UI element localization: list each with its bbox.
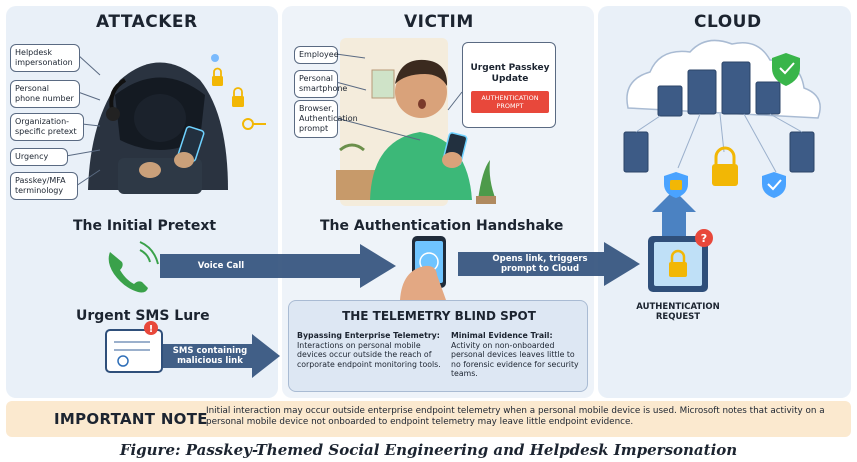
cloud-title: CLOUD [694,12,762,32]
figure-caption: Figure: Passkey-Themed Social Engineerin… [119,441,738,459]
label-employee: Employee [294,46,339,64]
label-personal-smartphone: Personal smartphone [294,70,347,98]
telemetry-blind-spot-box: THE TELEMETRY BLIND SPOT Bypassing Enter… [288,300,588,392]
blind-spot-left-text: Interactions on personal mobile devices … [297,340,441,369]
blind-spot-left: Bypassing Enterprise Telemetry: Interact… [297,331,443,369]
label-passkey-mfa: Passkey/MFA terminology [10,172,78,200]
authentication-handshake-heading: The Authentication Handshake [320,218,564,234]
popup-title: Urgent Passkey Update [470,63,550,84]
upward-arrow [652,190,696,236]
svg-text:?: ? [701,232,707,245]
label-helpdesk-impersonation: Helpdesk impersonation [10,44,80,72]
authentication-request-label: AUTHENTICATION REQUEST [636,302,720,322]
blind-spot-right-text: Activity on non-onboarded personal devic… [451,340,579,379]
urgent-sms-heading: Urgent SMS Lure [76,308,210,324]
victim-figure-icon [336,38,496,206]
authentication-prompt-button[interactable]: AUTHENTICATION PROMPT [471,91,549,113]
victim-title: VICTIM [404,12,474,32]
sms-label: SMS containing malicious link [172,346,248,366]
sms-arrow [160,334,280,378]
cloud-servers-icon [623,39,821,198]
important-note-title: IMPORTANT NOTE [54,410,208,428]
label-org-pretext: Organization- specific pretext [10,113,84,141]
voice-call-arrow [160,244,396,288]
blind-spot-title: THE TELEMETRY BLIND SPOT [342,309,536,323]
important-note-text: Initial interaction may occur outside en… [206,406,825,427]
voice-call-phone-icon [108,241,159,293]
label-browser-auth: Browser, Authentication prompt [294,100,358,138]
floating-locks-icon [211,54,266,130]
attacker-figure-icon [88,62,228,194]
blind-spot-right-heading: Minimal Evidence Trail: [451,331,553,340]
voice-call-label: Voice Call [197,261,245,271]
initial-pretext-heading: The Initial Pretext [73,218,217,234]
blind-spot-right: Minimal Evidence Trail: Activity on non-… [451,331,583,379]
label-personal-phone: Personal phone number [10,80,80,108]
blind-spot-left-heading: Bypassing Enterprise Telemetry: [297,331,440,340]
handshake-phone-icon [400,236,446,300]
opens-link-arrow [458,242,640,286]
urgent-passkey-popup: Urgent Passkey Update AUTHENTICATION PRO… [462,42,556,128]
svg-text:!: ! [149,324,154,335]
opens-link-label: Opens link, triggers prompt to Cloud [492,254,588,274]
label-urgency: Urgency [10,148,68,166]
attacker-title: ATTACKER [96,12,198,32]
auth-request-tablet-icon: ? [648,229,713,292]
sms-message-icon: ! [105,321,163,373]
important-note-banner: IMPORTANT NOTE Initial interaction may o… [6,401,851,437]
